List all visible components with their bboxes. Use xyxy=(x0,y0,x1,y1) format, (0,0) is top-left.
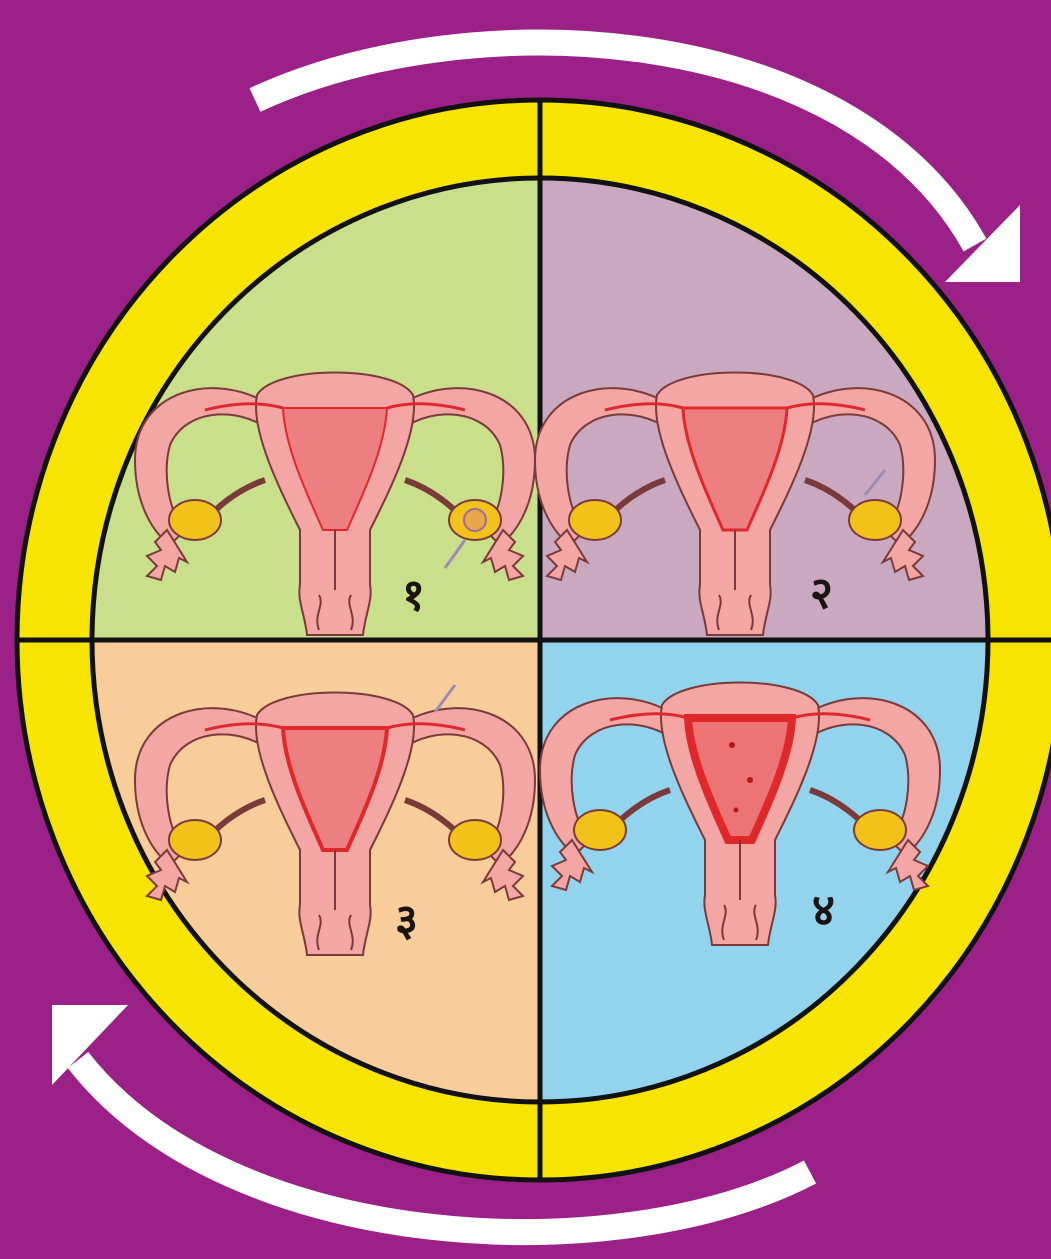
quadrant-label-4: ४ xyxy=(812,885,835,936)
quadrant-label-2: २ xyxy=(810,568,833,619)
quadrant-label-1: १ xyxy=(402,570,425,621)
quadrant-label-3: ३ xyxy=(395,895,418,946)
ovary-follicle-icon xyxy=(464,509,486,531)
